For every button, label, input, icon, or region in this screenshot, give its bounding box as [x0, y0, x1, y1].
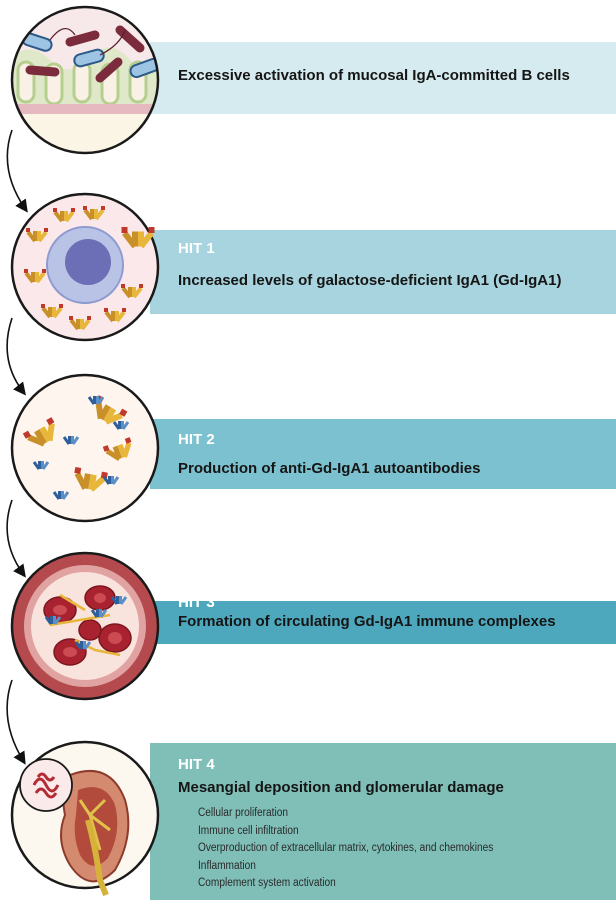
list-item: Complement system activation	[198, 877, 336, 889]
step-title: Production of anti-Gd-IgA1 autoantibodie…	[178, 460, 481, 477]
step-title: Excessive activation of mucosal IgA-comm…	[178, 67, 570, 84]
step-title: Increased levels of galactose-deficient …	[178, 272, 562, 289]
consequence-list: Cellular proliferation Immune cell infil…	[198, 805, 534, 893]
step-band-hit4: HIT 4 Mesangial deposition and glomerula…	[150, 743, 616, 900]
step-band-hit2: HIT 2 Production of anti-Gd-IgA1 autoant…	[150, 419, 616, 489]
list-item: Immune cell infiltration	[198, 824, 299, 837]
step-title: Mesangial deposition and glomerular dama…	[178, 779, 504, 796]
mucosa-bacteria-icon	[10, 5, 160, 155]
list-item: Inflammation	[198, 859, 256, 872]
step-band-hit3: HIT 3 Formation of circulating Gd-IgA1 i…	[150, 594, 616, 644]
hit-label: HIT 2	[178, 431, 215, 448]
hit-label: HIT 4	[178, 756, 215, 773]
hit-label: HIT 1	[178, 240, 215, 257]
autoantibodies-icon	[10, 373, 160, 523]
b-cell-icon	[10, 192, 160, 342]
list-item: Overproduction of extracellular matrix, …	[198, 842, 494, 854]
hit-label: HIT 3	[178, 594, 215, 611]
list-item: Cellular proliferation	[198, 807, 289, 819]
step-band-mucosal: Excessive activation of mucosal IgA-comm…	[150, 42, 616, 114]
step-title: Formation of circulating Gd-IgA1 immune …	[178, 613, 556, 630]
flow-arrows	[6, 129, 28, 765]
kidney-glomerulus-icon	[10, 740, 160, 897]
immune-complex-vessel-icon	[10, 551, 160, 701]
step-band-hit1: HIT 1 Increased levels of galactose-defi…	[150, 230, 616, 314]
